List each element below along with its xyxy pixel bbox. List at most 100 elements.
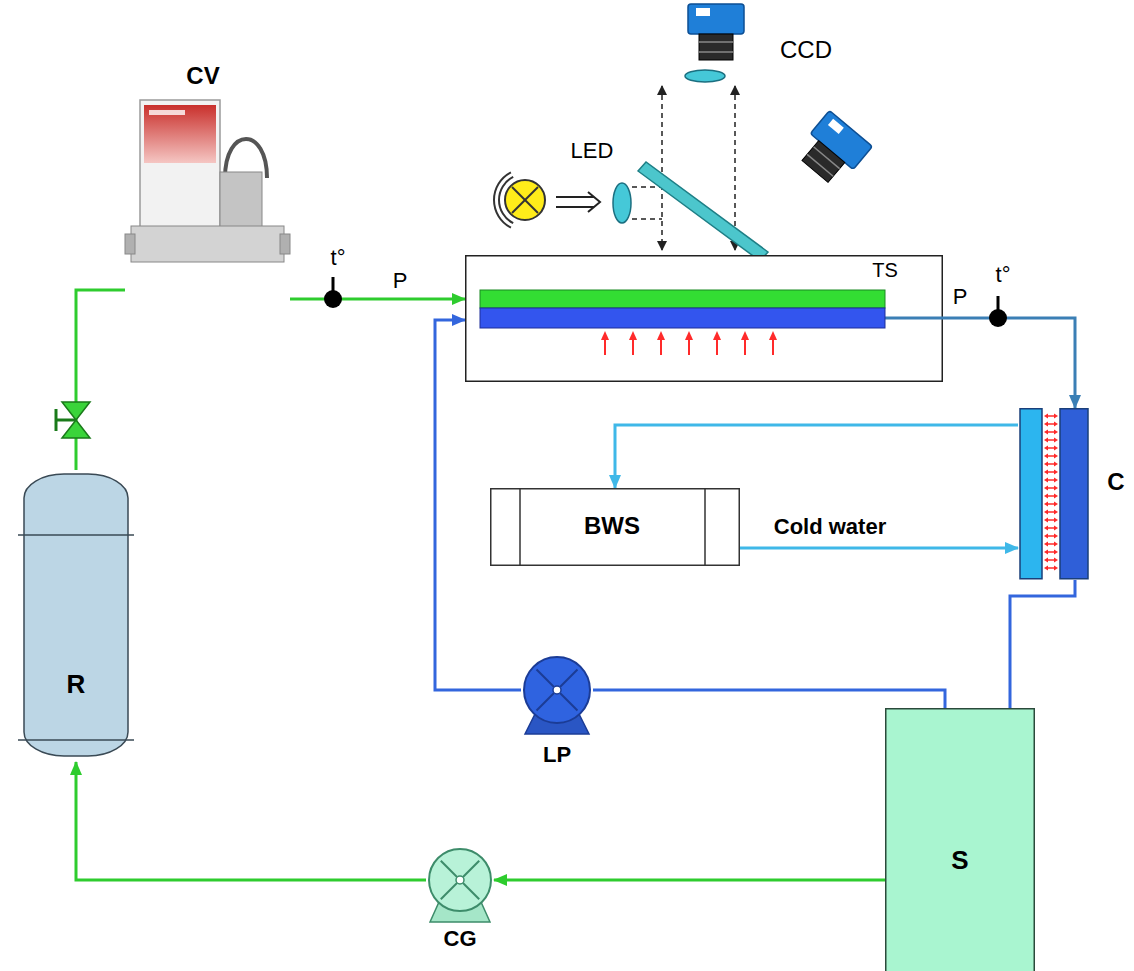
node-label: TS (872, 259, 898, 282)
heat-transfer-arrow (1047, 535, 1055, 537)
heat-transfer-arrow (1047, 415, 1055, 417)
controller-connector (220, 172, 262, 228)
heat-arrow (772, 339, 774, 355)
optical-path (632, 186, 662, 188)
heat-arrow-head (601, 331, 609, 340)
pump-impeller (537, 670, 578, 711)
camera-badge (696, 8, 710, 16)
heat-transfer-arrow (1047, 471, 1055, 473)
heat-arrow-head (1054, 534, 1058, 539)
pipe-connector (76, 290, 125, 470)
heat-arrow-head (1054, 502, 1058, 507)
pipe-connector (740, 547, 1018, 550)
reservoir: R (18, 470, 134, 762)
heat-arrow-head (1044, 566, 1048, 571)
heat-arrow-head (1044, 518, 1048, 523)
coolant-channel (1020, 409, 1042, 579)
optical-path (661, 86, 663, 250)
lens-ring (699, 51, 733, 53)
pump-body (429, 849, 491, 911)
heat-transfer-arrow (1047, 503, 1055, 505)
heat-transfer-arrow (1047, 423, 1055, 425)
heat-arrow-head (629, 331, 637, 340)
lamp-filament (512, 187, 538, 213)
condenser: C (1018, 408, 1130, 580)
node-label: LED (571, 138, 614, 163)
pipe-connector (290, 298, 465, 301)
controller-fitting (125, 234, 135, 254)
valve-symbol (62, 420, 90, 438)
tank-seam (18, 534, 134, 536)
pipe-connector (494, 879, 885, 882)
heat-arrow-head (1054, 478, 1058, 483)
controller-body (140, 100, 220, 228)
optical-path (632, 218, 662, 220)
pipe-connector (943, 318, 1075, 408)
edge-label: Cold water (772, 514, 888, 539)
heat-transfer-arrow (1047, 519, 1055, 521)
edge-label: P (951, 284, 970, 309)
heat-arrow-head (1044, 438, 1048, 443)
test-section-shape (465, 255, 943, 382)
heat-transfer-arrow (1047, 527, 1055, 529)
heat-arrow (604, 339, 606, 355)
controller-base (131, 226, 284, 262)
camera-icon (688, 4, 744, 60)
heat-arrow-head (1044, 478, 1048, 483)
heat-arrow-head (1054, 494, 1058, 499)
heat-arrow-head (1054, 422, 1058, 427)
heat-arrow (660, 339, 662, 355)
heat-transfer-arrow (1047, 463, 1055, 465)
heat-arrow-head (1044, 470, 1048, 475)
heat-arrow-head (1044, 502, 1048, 507)
ccd-camera-shape (668, 2, 883, 198)
heat-arrow-head (1044, 446, 1048, 451)
valve-symbol (62, 402, 90, 420)
controller-stripe (149, 110, 185, 115)
node-label: S (951, 846, 968, 876)
heat-arrow-head (769, 331, 777, 340)
liquid-film (480, 308, 885, 328)
heat-arrow-head (1054, 510, 1058, 515)
heat-transfer-arrow (1047, 439, 1055, 441)
valve-stem (56, 419, 76, 422)
heat-arrow-head (1044, 558, 1048, 563)
heat-arrow-head (1044, 550, 1048, 555)
heat-arrow-head (1054, 542, 1058, 547)
outlet-pipe (885, 317, 943, 320)
edge-label: P (391, 268, 410, 293)
separator-shape (885, 708, 1035, 971)
camera-lens (802, 141, 845, 183)
gas-compressor: CG (426, 846, 494, 964)
beam-splitter (638, 162, 768, 261)
heat-arrow (716, 339, 718, 355)
pipe-connector (593, 690, 945, 708)
lens (685, 70, 725, 82)
heat-arrow-head (1044, 542, 1048, 547)
led-lamp: LED (492, 134, 628, 230)
pump-hub (553, 686, 561, 694)
gas-channel (480, 290, 885, 308)
node-label: CCD (780, 36, 832, 64)
heat-arrow-head (1054, 486, 1058, 491)
heat-arrow (688, 339, 690, 355)
heat-arrow-head (1054, 526, 1058, 531)
heat-transfer-arrow (1047, 487, 1055, 489)
light-beam (556, 192, 600, 212)
heat-arrow-head (1044, 486, 1048, 491)
test-section: TS (465, 255, 943, 382)
separator-vessel (886, 709, 1035, 971)
reservoir-shape (18, 470, 134, 762)
heat-arrow-head (1044, 510, 1048, 515)
liquid-pump: LP (521, 654, 593, 774)
pump-impeller (441, 861, 479, 899)
sensor-label: t° (994, 262, 1013, 287)
heat-transfer-arrow (1047, 543, 1055, 545)
heat-transfer-arrow (1047, 455, 1055, 457)
heat-arrow-head (1044, 534, 1048, 539)
water-supply: BWS (490, 488, 740, 566)
lamp-filament (512, 187, 538, 213)
heat-arrow-head (1044, 422, 1048, 427)
pipe-connector (1010, 580, 1075, 708)
